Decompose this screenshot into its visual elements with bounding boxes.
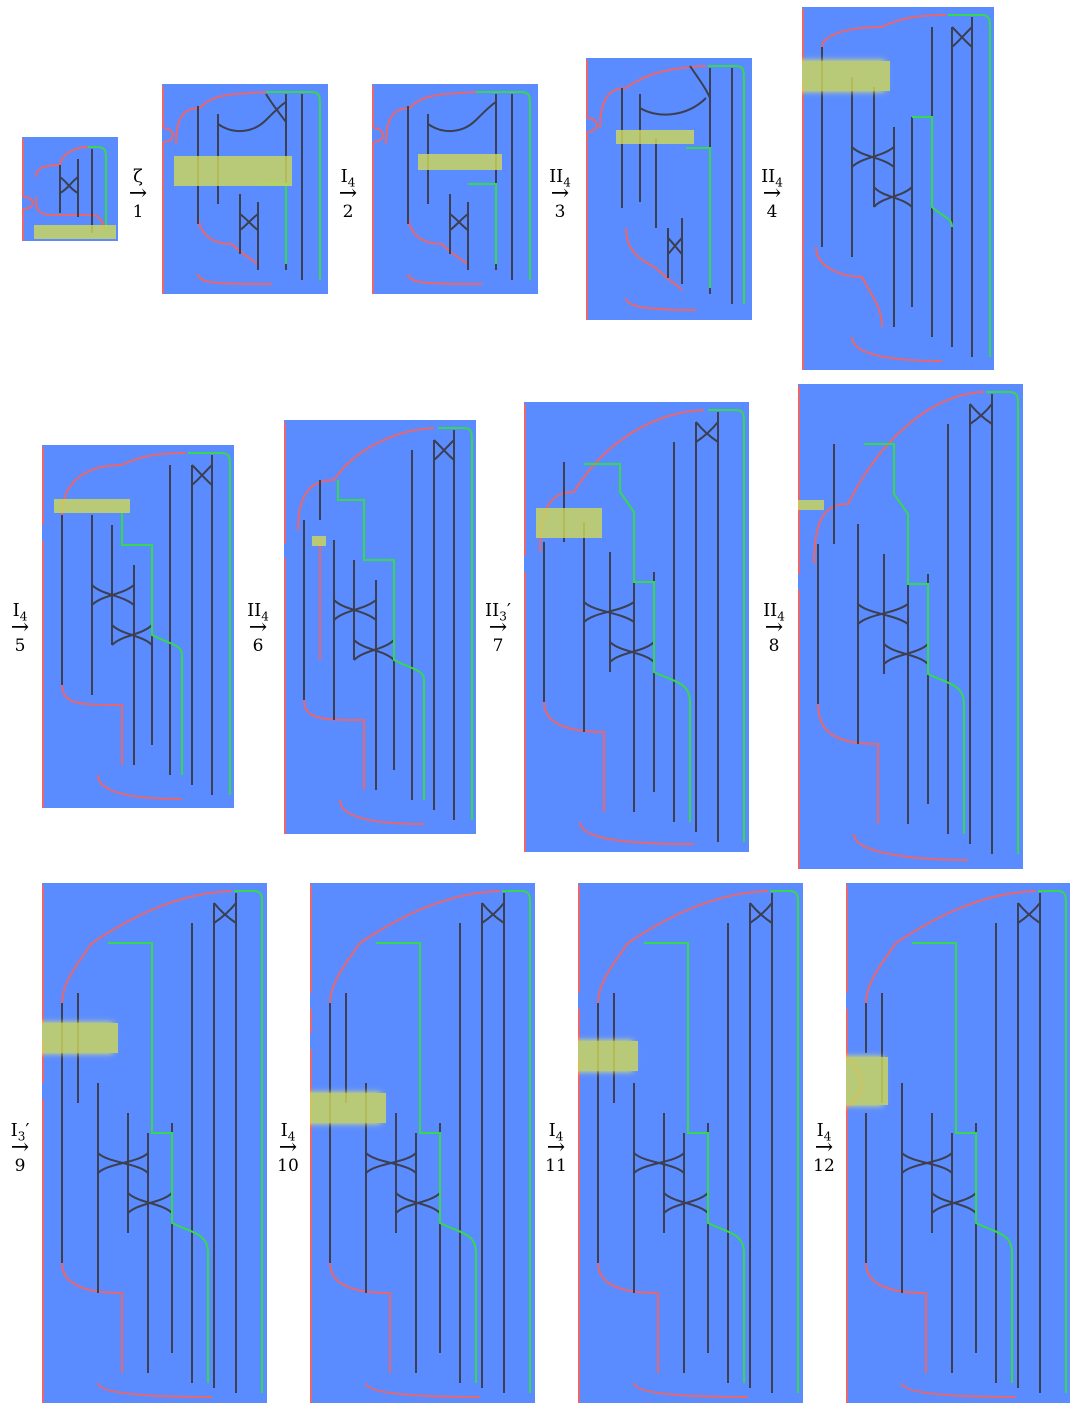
strand-diagram [284,420,476,834]
diagram-panel-10 [310,883,535,1403]
strand-diagram [798,384,1023,869]
strand-diagram [162,84,328,294]
highlight-region [536,508,602,538]
highlight-region [34,225,116,239]
highlight-region [312,536,326,546]
diagram-panel-0 [22,137,118,241]
diagram-panel-5 [42,445,234,808]
transition-arrow-4: II4 → 4 [752,168,792,222]
strand-diagram [578,883,803,1403]
transition-arrow-6: II4 → 6 [238,602,278,656]
diagram-panel-9 [42,883,267,1403]
highlight-region [54,499,130,513]
transition-arrow-12: I4 → 12 [804,1122,844,1176]
diagram-panel-12 [846,883,1070,1403]
highlight-region [798,500,824,510]
transition-arrow-3: II4 → 3 [540,168,580,222]
transition-arrow-11: I4 → 11 [536,1122,576,1176]
highlight-region [802,61,890,91]
diagram-panel-3 [586,58,752,320]
diagram-panel-2 [372,84,538,294]
diagram-panel-7 [524,402,749,852]
transition-arrow-2: I4 → 2 [328,168,368,222]
highlight-region [174,156,292,186]
transition-arrow-10: I4 → 10 [268,1122,308,1176]
diagram-panel-4 [802,7,994,370]
highlight-region [846,1057,888,1105]
strand-diagram [586,58,752,320]
transition-arrow-7: II3′ → 7 [478,602,518,656]
strand-diagram [42,883,267,1403]
transition-arrow-1: ζ → 1 [118,168,158,222]
strand-diagram [310,883,535,1403]
diagram-panel-8 [798,384,1023,869]
highlight-region [310,1093,386,1123]
highlight-region [418,154,502,170]
diagram-panel-1 [162,84,328,294]
transition-arrow-9: I3′ → 9 [0,1122,40,1176]
diagram-panel-6 [284,420,476,834]
highlight-region [578,1041,638,1071]
strand-diagram [372,84,538,294]
transition-arrow-8: II4 → 8 [754,602,794,656]
transition-arrow-5: I4 → 5 [0,602,40,656]
highlight-region [616,130,694,144]
strand-diagram [846,883,1070,1403]
diagram-panel-11 [578,883,803,1403]
highlight-region [42,1023,118,1053]
strand-diagram [524,402,749,852]
